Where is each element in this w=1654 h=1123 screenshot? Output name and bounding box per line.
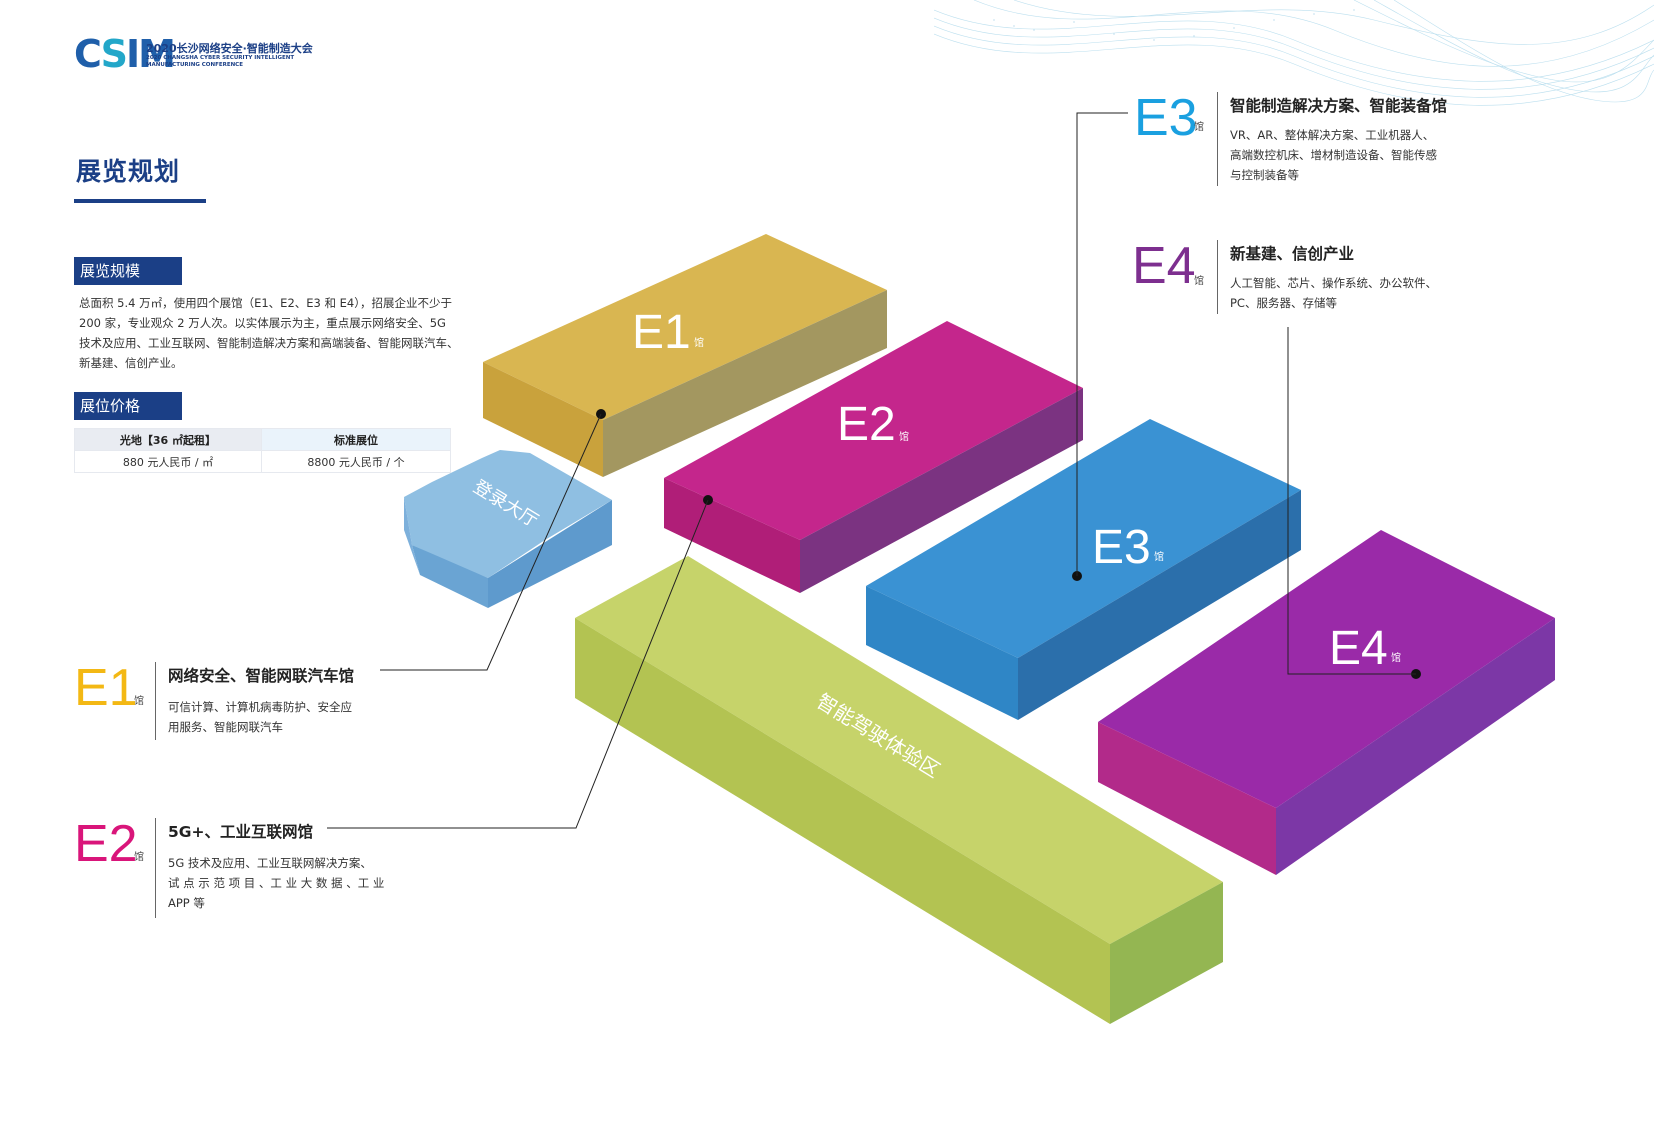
legend-e2-guan: 馆 bbox=[134, 852, 144, 863]
price-table: 光地【36 ㎡起租】 标准展位 880 元人民币 / ㎡ 8800 元人民币 /… bbox=[74, 428, 452, 473]
legend-e3-guan: 馆 bbox=[1194, 122, 1204, 133]
conference-logo: CSIM 2020长沙网络安全·智能制造大会 2020 CHANGSHA CYB… bbox=[74, 34, 324, 80]
lobby-block[interactable]: 登录大厅 bbox=[404, 450, 612, 608]
legend-e3-desc: VR、AR、整体解决方案、工业机器人、高端数控机床、增材制造设备、智能传感与控制… bbox=[1230, 128, 1437, 182]
logo-mark: CSIM bbox=[74, 32, 176, 76]
conference-title: 2020长沙网络安全·智能制造大会 bbox=[146, 42, 313, 55]
legend-e1-title: 网络安全、智能网联汽车馆 bbox=[168, 667, 355, 685]
legend-e2-desc: 5G 技术及应用、工业互联网解决方案、试 点 示 范 项 目 、工 业 大 数 … bbox=[168, 856, 385, 910]
title-underline bbox=[74, 199, 206, 203]
price-heading: 展位价格 bbox=[74, 392, 182, 420]
legend-e1-letter: E1 bbox=[74, 659, 138, 717]
legend-e4-divider bbox=[1217, 240, 1218, 314]
legend-e4-title: 新基建、信创产业 bbox=[1230, 245, 1355, 263]
legend-e1-desc: 可信计算、计算机病毒防护、安全应用服务、智能网联汽车 bbox=[168, 700, 352, 734]
e2-map-guan: 馆 bbox=[899, 430, 909, 443]
hall-e4-block[interactable]: E4 馆 bbox=[1098, 530, 1555, 875]
legend-e4-desc: 人工智能、芯片、操作系统、办公软件、PC、服务器、存储等 bbox=[1230, 276, 1437, 310]
page-title: 展览规划 bbox=[76, 157, 181, 186]
e4-map-label: E4 bbox=[1329, 622, 1388, 675]
e3-map-label: E3 bbox=[1092, 521, 1151, 574]
legend-e4-letter: E4 bbox=[1132, 237, 1196, 295]
wave-decoration bbox=[934, 0, 1654, 106]
driving-zone-block[interactable]: 智能驾驶体验区 bbox=[575, 556, 1223, 1024]
scale-description: 总面积 5.4 万㎡，使用四个展馆（E1、E2、E3 和 E4），招展企业不少于… bbox=[79, 296, 459, 370]
e3-map-guan: 馆 bbox=[1154, 550, 1164, 563]
hall-e2-block[interactable]: E2 馆 bbox=[664, 321, 1083, 593]
hall-e3-block[interactable]: E3 馆 bbox=[866, 419, 1301, 720]
leader-lines bbox=[327, 112, 1416, 829]
legend-e4-guan: 馆 bbox=[1194, 276, 1204, 287]
scale-heading: 展览规模 bbox=[74, 257, 182, 285]
conference-title-en: 2020 CHANGSHA CYBER SECURITY INTELLIGENT… bbox=[146, 55, 295, 68]
e2-map-label: E2 bbox=[837, 398, 896, 451]
e1-map-label: E1 bbox=[632, 306, 691, 359]
hall-e1-block[interactable]: E1 馆 bbox=[483, 234, 887, 477]
legend-e3-title: 智能制造解决方案、智能装备馆 bbox=[1230, 97, 1448, 115]
legend-e2-divider bbox=[155, 818, 156, 918]
price-standard-booth-value: 8800 元人民币 / 个 bbox=[260, 450, 452, 473]
e4-map-guan: 馆 bbox=[1391, 651, 1401, 664]
legend-e1-divider bbox=[155, 662, 156, 740]
legend-e3-divider bbox=[1217, 92, 1218, 186]
legend-e1-guan: 馆 bbox=[134, 696, 144, 707]
price-col-standard-booth: 标准展位 bbox=[260, 428, 452, 451]
legend-e2-title: 5G+、工业互联网馆 bbox=[168, 823, 313, 841]
legend-e2-letter: E2 bbox=[74, 815, 138, 873]
price-raw-space-value: 880 元人民币 / ㎡ bbox=[74, 450, 262, 473]
legend-e3-letter: E3 bbox=[1134, 89, 1198, 147]
e1-map-guan: 馆 bbox=[694, 336, 704, 349]
